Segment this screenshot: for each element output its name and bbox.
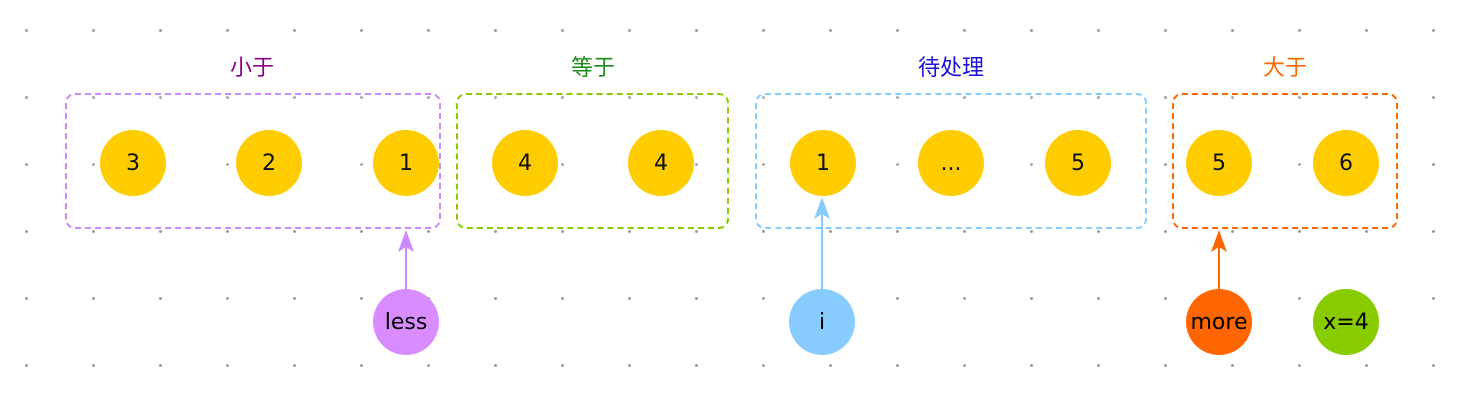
i-pointer: i [789, 289, 855, 355]
more-arrow [1211, 230, 1227, 289]
less-group-title: 小于 [229, 56, 274, 81]
array-node: 1 [790, 130, 856, 196]
less-pointer: less [373, 289, 439, 355]
array-node: 4 [628, 130, 694, 196]
array-node: 6 [1313, 130, 1379, 196]
array-node: ... [918, 130, 984, 196]
more-pointer: more [1186, 289, 1252, 355]
array-node: 4 [492, 130, 558, 196]
array-node: 3 [100, 130, 166, 196]
more-group-title: 大于 [1262, 56, 1307, 81]
i-arrow [814, 197, 830, 289]
pivot-value: x=4 [1313, 289, 1379, 355]
pending-group-title: 待处理 [917, 56, 984, 81]
array-node: 5 [1186, 130, 1252, 196]
equal-group-title: 等于 [570, 56, 615, 81]
array-node: 2 [236, 130, 302, 196]
less-arrow [398, 230, 414, 289]
array-node: 1 [373, 130, 439, 196]
array-node: 5 [1045, 130, 1111, 196]
